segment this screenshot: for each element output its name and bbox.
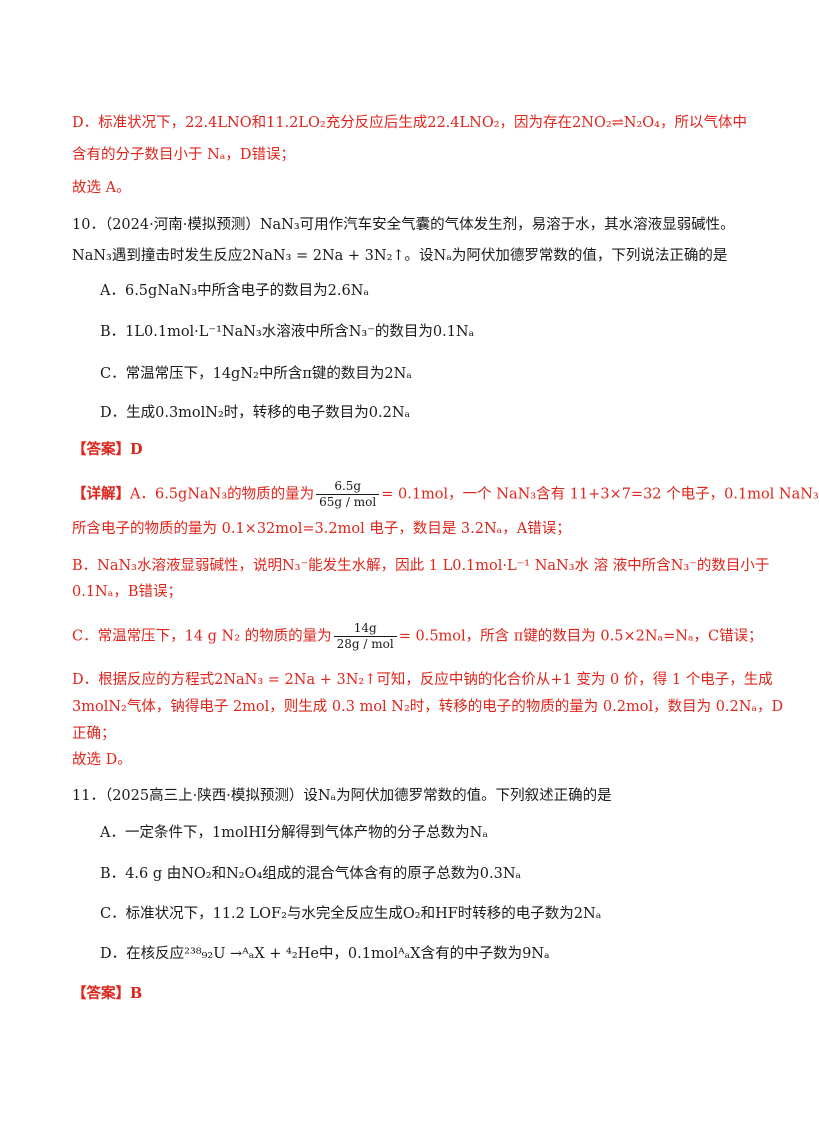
q11-stem: 11．（2025高三上·陕西·模拟预测）设Nₐ为阿伏加德罗常数的值。下列叙述正确… xyxy=(72,788,612,804)
q10-stem-line2: NaN₃遇到撞击时发生反应2NaN₃ = 2Na + 3N₂↑。设Nₐ为阿伏加德… xyxy=(72,248,728,264)
q9-option-d-explanation: D．标准状况下，22.4LNO和11.2LO₂充分反应后生成22.4LNO₂，因… xyxy=(72,115,747,131)
detail-c-pre: C．常温常压下，14 g N₂ 的物质的量为 xyxy=(72,628,332,645)
q11-answer: 【答案】B xyxy=(72,985,143,1002)
q10-answer: 【答案】D xyxy=(72,441,143,458)
q11-option-c: C．标准状况下，11.2 LOF₂与水完全反应生成O₂和HF时转移的电子数为2N… xyxy=(100,906,602,922)
detail-a-post: = 0.1mol，一个 NaN₃含有 11+3×7=32 个电子，0.1mol … xyxy=(381,486,819,503)
fraction-c-num: 14g xyxy=(333,621,397,637)
q10-conclusion: 故选 D。 xyxy=(72,752,132,768)
q10-detail-d: D．根据反应的方程式2NaN₃ = 2Na + 3N₂↑可知，反应中钠的化合价从… xyxy=(72,672,773,688)
q11-option-d: D．在核反应²³⁸₉₂U →ᴬₐX + ⁴₂He中，0.1molᴬₐX含有的中子… xyxy=(100,946,550,962)
fraction-a-den: 65g / mol xyxy=(319,495,377,509)
q9-conclusion: 故选 A。 xyxy=(72,180,131,196)
q10-detail-d-cont: 3molN₂气体，钠得电子 2mol，则生成 0.3 mol N₂时，转移的电子… xyxy=(72,699,784,715)
q10-stem-line1: 10．（2024·河南·模拟预测）NaN₃可用作汽车安全气囊的气体发生剂，易溶于… xyxy=(72,217,735,233)
fraction-a-num: 6.5g xyxy=(316,479,380,495)
q10-detail-a-cont: 所含电子的物质的量为 0.1×32mol=3.2mol 电子，数目是 3.2Nₐ… xyxy=(72,521,571,537)
q10-detail-d-cont2: 正确； xyxy=(72,726,116,742)
q10-option-c: C．常温常压下，14gN₂中所含π键的数目为2Nₐ xyxy=(100,366,412,382)
q10-detail-b: B．NaN₃水溶液显弱碱性，说明N₃⁻能发生水解，因此 1 L0.1mol·L⁻… xyxy=(72,558,770,574)
q10-option-b: B．1L0.1mol·L⁻¹NaN₃水溶液中所含N₃⁻的数目为0.1Nₐ xyxy=(100,324,475,340)
q11-option-a: A．一定条件下，1molHI分解得到气体产物的分子总数为Nₐ xyxy=(100,825,488,841)
detail-c-post: = 0.5mol，所含 π键的数目为 0.5×2Nₐ=Nₐ，C错误； xyxy=(398,628,763,645)
q9-option-d-explanation-cont: 含有的分子数目小于 Nₐ，D错误； xyxy=(72,147,296,163)
detail-a-pre: A．6.5gNaN₃的物质的量为 xyxy=(130,486,315,503)
detail-label: 【详解】 xyxy=(72,485,130,503)
q10-option-d: D．生成0.3molN₂时，转移的电子数目为0.2Nₐ xyxy=(100,405,411,421)
q11-option-b: B．4.6 g 由NO₂和N₂O₄组成的混合气体含有的原子总数为0.3Nₐ xyxy=(100,866,522,882)
q10-detail-b-cont: 0.1Nₐ，B错误； xyxy=(72,584,182,600)
fraction-c-den: 28g / mol xyxy=(336,637,394,651)
q10-option-a: A．6.5gNaN₃中所含电子的数目为2.6Nₐ xyxy=(100,283,369,299)
